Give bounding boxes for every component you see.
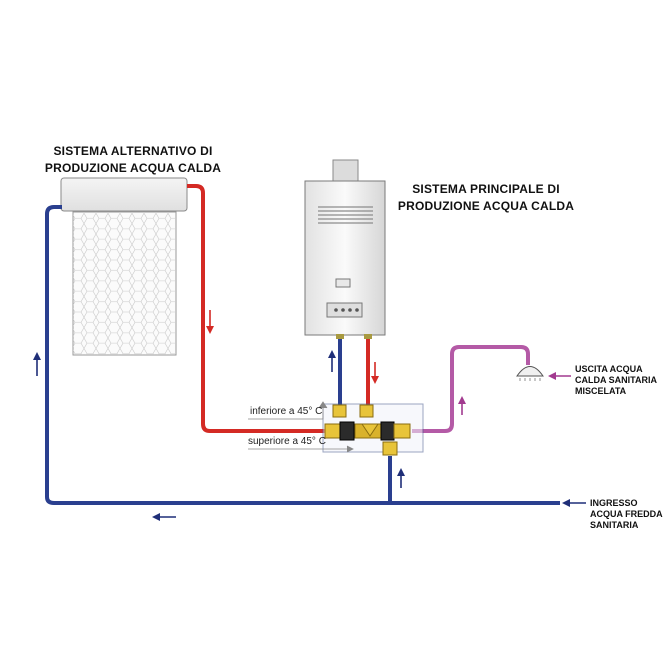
outlet-line2: CALDA SANITARIA bbox=[575, 375, 657, 385]
outlet-line1: USCITA ACQUA bbox=[575, 364, 643, 374]
cold-water-pipe-main bbox=[45, 205, 560, 505]
inlet-line2: ACQUA FREDDA bbox=[590, 509, 663, 519]
outlet-label: USCITA ACQUA CALDA SANITARIA MISCELATA bbox=[575, 364, 657, 397]
main-system-title: SISTEMA PRINCIPALE DI PRODUZIONE ACQUA C… bbox=[388, 181, 584, 215]
threshold-lines bbox=[248, 401, 354, 453]
alt-system-line2: PRODUZIONE ACQUA CALDA bbox=[44, 161, 222, 175]
solar-panel-icon bbox=[60, 177, 188, 356]
alt-system-title: SISTEMA ALTERNATIVO DI PRODUZIONE ACQUA … bbox=[38, 143, 228, 177]
valve-icon bbox=[322, 403, 424, 456]
inlet-line3: SANITARIA bbox=[590, 520, 639, 530]
alt-system-line1: SISTEMA ALTERNATIVO DI bbox=[53, 144, 213, 158]
main-system-line1: SISTEMA PRINCIPALE DI bbox=[412, 182, 560, 196]
boiler-icon bbox=[304, 159, 386, 339]
threshold-lower-label: inferiore a 45° C bbox=[250, 406, 323, 417]
solar-hot-pipe bbox=[187, 184, 325, 433]
main-system-line2: PRODUZIONE ACQUA CALDA bbox=[397, 199, 575, 213]
inlet-line1: INGRESSO bbox=[590, 498, 638, 508]
threshold-upper-label: superiore a 45° C bbox=[248, 436, 326, 447]
outlet-line3: MISCELATA bbox=[575, 386, 627, 396]
mixed-water-pipe bbox=[412, 345, 530, 433]
flow-arrow-icon bbox=[33, 310, 586, 521]
inlet-label: INGRESSO ACQUA FREDDA SANITARIA bbox=[590, 498, 663, 531]
shower-head-icon bbox=[516, 366, 544, 381]
